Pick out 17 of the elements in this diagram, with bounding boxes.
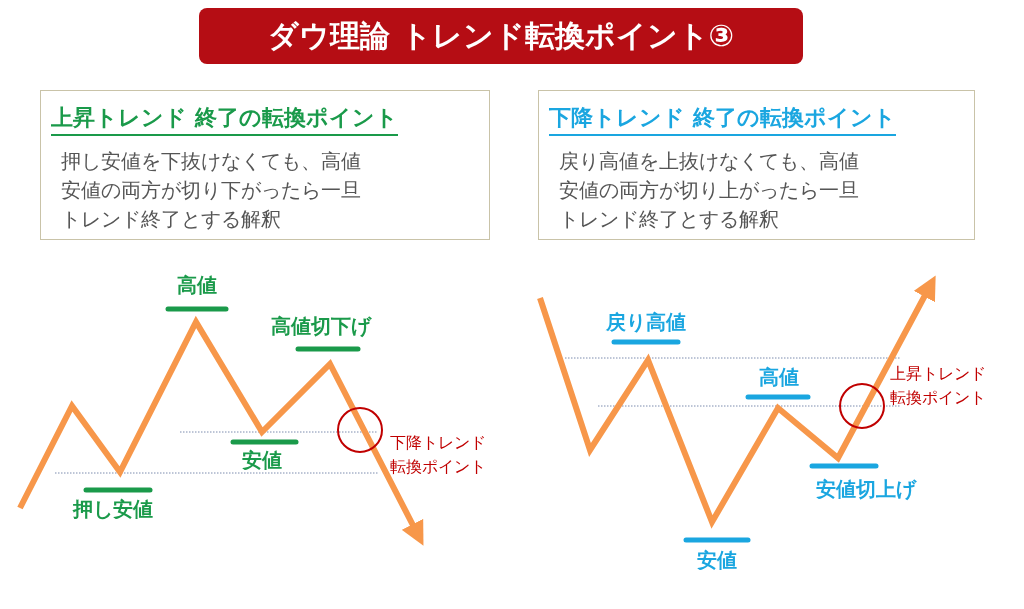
box-heading: 上昇トレンド 終了の転換ポイント [51,103,398,136]
explanation-box [538,90,975,240]
turning-point-label: 上昇トレンド転換ポイント [890,363,987,409]
price-level-label: 高値 [759,364,799,391]
price-level-label: 安値 [697,547,737,574]
box-heading: 下降トレンド 終了の転換ポイント [549,103,896,136]
title-banner: ダウ理論 トレンド転換ポイント③ [199,8,803,64]
box-text: 戻り高値を上抜けなくても、高値安値の両方が切り上がったら一旦トレンド終了とする解釈 [559,148,860,233]
box-text: 押し安値を下抜けなくても、高値安値の両方が切り下がったら一旦トレンド終了とする解釈 [61,148,362,233]
price-level-label: 高値切下げ [271,313,371,340]
explanation-box [40,90,490,240]
price-level-label: 安値切上げ [816,476,916,503]
price-level-label: 戻り高値 [606,309,686,336]
price-level-label: 高値 [177,272,217,299]
price-level-label: 安値 [242,447,282,474]
turning-point-label: 下降トレンド転換ポイント [390,432,487,478]
price-level-label: 押し安値 [73,496,153,523]
